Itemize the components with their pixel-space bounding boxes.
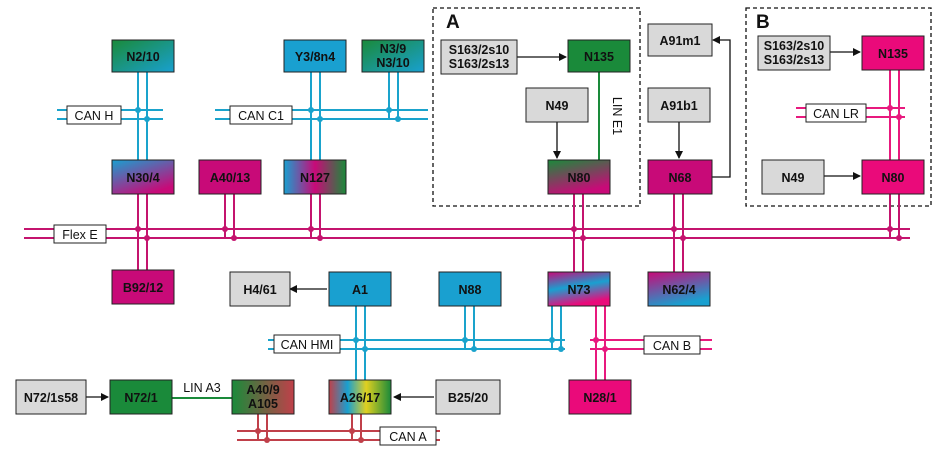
node-n28-1: N28/1 bbox=[568, 379, 632, 415]
node-n62-4: N62/4 bbox=[647, 271, 711, 307]
node-n88: N88 bbox=[438, 271, 502, 307]
node-b-n80: N80 bbox=[861, 159, 925, 195]
node-n62-4-label: N62/4 bbox=[662, 283, 695, 297]
node-h4-61: H4/61 bbox=[229, 271, 291, 307]
section-a-label: A bbox=[446, 12, 460, 33]
lin-e1-label: LIN E1 bbox=[610, 97, 624, 135]
can-hmi-label: CAN HMI bbox=[281, 338, 334, 352]
section-a-frame bbox=[432, 7, 641, 207]
node-n73-label: N73 bbox=[568, 283, 591, 297]
node-n30-4: N30/4 bbox=[111, 159, 175, 195]
node-b92-12: B92/12 bbox=[111, 269, 175, 305]
node-n3-9-n3-10: N3/9 N3/10 bbox=[361, 39, 425, 73]
node-y3-8n4: Y3/8n4 bbox=[283, 39, 347, 73]
node-n72-1s58-label: N72/1s58 bbox=[24, 391, 78, 405]
flex-e-label: Flex E bbox=[62, 228, 97, 242]
flex-e-bus bbox=[24, 228, 910, 239]
can-h-label-box: CAN H bbox=[66, 105, 122, 125]
section-b-label: B bbox=[756, 12, 770, 33]
node-a-s163-2s10-label: S163/2s10 bbox=[449, 43, 510, 57]
flex-e-label-box: Flex E bbox=[53, 224, 107, 244]
node-n3-9-label: N3/9 bbox=[380, 42, 406, 56]
section-b-frame bbox=[745, 7, 932, 207]
signal-arrows bbox=[86, 36, 861, 401]
can-lr-label: CAN LR bbox=[813, 107, 859, 121]
node-n3-10-label: N3/10 bbox=[376, 56, 409, 70]
junction-dots bbox=[135, 105, 902, 443]
node-b25-20: B25/20 bbox=[435, 379, 501, 415]
node-a-n80-label: N80 bbox=[568, 171, 591, 185]
node-a40-9-label: A40/9 bbox=[246, 383, 279, 397]
node-a91m1: A91m1 bbox=[647, 23, 713, 57]
node-n88-label: N88 bbox=[459, 283, 482, 297]
node-n72-1-label: N72/1 bbox=[124, 391, 157, 405]
node-a-n80: N80 bbox=[547, 159, 611, 195]
can-b-label-box: CAN B bbox=[643, 335, 701, 355]
can-b-label: CAN B bbox=[653, 339, 691, 353]
lin-a3-label: LIN A3 bbox=[183, 381, 221, 395]
node-n127-label: N127 bbox=[300, 171, 330, 185]
node-h4-61-label: H4/61 bbox=[243, 283, 276, 297]
node-a-n135: N135 bbox=[567, 39, 631, 73]
node-b-n135: N135 bbox=[861, 35, 925, 71]
node-n72-1: N72/1 bbox=[109, 379, 173, 415]
can-h-label: CAN H bbox=[75, 109, 114, 123]
node-n73: N73 bbox=[547, 271, 611, 307]
can-c1-label: CAN C1 bbox=[238, 109, 284, 123]
node-a-s163: S163/2s10 S163/2s13 bbox=[440, 39, 518, 75]
node-b-n49: N49 bbox=[761, 159, 825, 195]
node-b-s163-2s10-label: S163/2s10 bbox=[764, 39, 825, 53]
node-a-s163-2s13-label: S163/2s13 bbox=[449, 57, 510, 71]
node-a40-9-a105: A40/9 A105 bbox=[231, 379, 295, 415]
node-a-n135-label: N135 bbox=[584, 50, 614, 64]
node-a40-13-label: A40/13 bbox=[210, 171, 250, 185]
node-n28-1-label: N28/1 bbox=[583, 391, 616, 405]
node-a1-label: A1 bbox=[352, 283, 368, 297]
can-a-label: CAN A bbox=[389, 430, 427, 444]
node-a91b1-label: A91b1 bbox=[660, 99, 698, 113]
node-n30-4-label: N30/4 bbox=[126, 171, 159, 185]
node-n2-10-label: N2/10 bbox=[126, 50, 159, 64]
can-c1-label-box: CAN C1 bbox=[229, 105, 293, 125]
node-a40-13: A40/13 bbox=[198, 159, 262, 195]
can-lr-label-box: CAN LR bbox=[805, 103, 867, 123]
can-a-label-box: CAN A bbox=[379, 426, 437, 446]
node-b25-20-label: B25/20 bbox=[448, 391, 488, 405]
node-n68: N68 bbox=[647, 159, 713, 195]
node-a105-label: A105 bbox=[248, 397, 278, 411]
node-b-s163-2s13-label: S163/2s13 bbox=[764, 53, 825, 67]
node-n2-10: N2/10 bbox=[111, 39, 175, 73]
node-a-n49-label: N49 bbox=[546, 99, 569, 113]
node-b-n135-label: N135 bbox=[878, 47, 908, 61]
can-hmi-label-box: CAN HMI bbox=[273, 334, 341, 354]
node-a1: A1 bbox=[328, 271, 392, 307]
node-n72-1s58: N72/1s58 bbox=[15, 379, 87, 415]
node-n68-label: N68 bbox=[669, 171, 692, 185]
node-a-n49: N49 bbox=[525, 87, 589, 123]
node-a91b1: A91b1 bbox=[647, 87, 711, 123]
node-a91m1-label: A91m1 bbox=[660, 34, 701, 48]
node-a26-17-label: A26/17 bbox=[340, 391, 380, 405]
node-y3-8n4-label: Y3/8n4 bbox=[295, 50, 335, 64]
node-b92-12-label: B92/12 bbox=[123, 281, 163, 295]
node-b-n49-label: N49 bbox=[782, 171, 805, 185]
node-b-s163: S163/2s10 S163/2s13 bbox=[757, 35, 831, 71]
drop-lines bbox=[137, 70, 900, 440]
node-n127: N127 bbox=[283, 159, 347, 195]
node-b-n80-label: N80 bbox=[882, 171, 905, 185]
node-a26-17: A26/17 bbox=[328, 379, 392, 415]
